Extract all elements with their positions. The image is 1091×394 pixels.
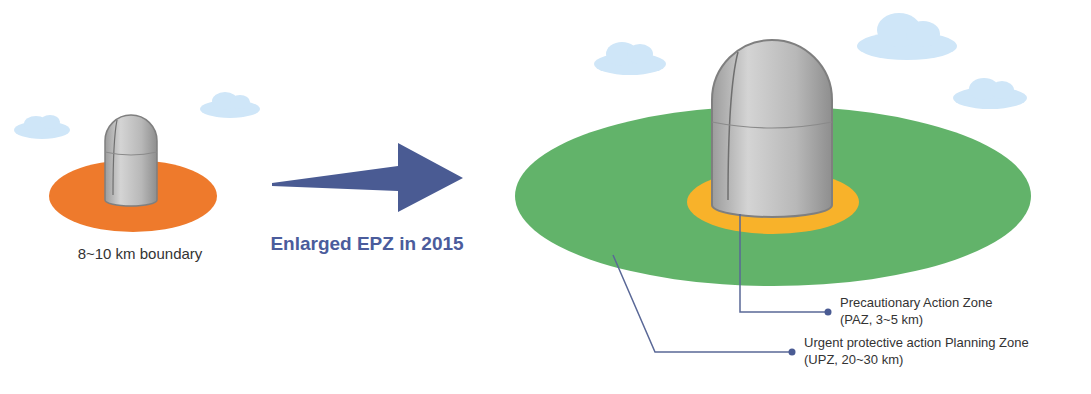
zone-label: Precautionary Action Zone (PAZ, 3~5 km) [840, 295, 1020, 329]
zone-label: Urgent protective action Planning Zone (… [804, 335, 1054, 369]
reactor-dome-small [105, 115, 157, 206]
leader-dot [825, 309, 832, 316]
transition-arrow [272, 143, 463, 212]
arrow-label: Enlarged EPZ in 2015 [262, 232, 472, 257]
leader-lines [613, 214, 826, 352]
leader-dot [789, 349, 796, 356]
reactor-dome-large [712, 40, 832, 217]
zone-label: 8~10 km boundary [55, 244, 225, 264]
